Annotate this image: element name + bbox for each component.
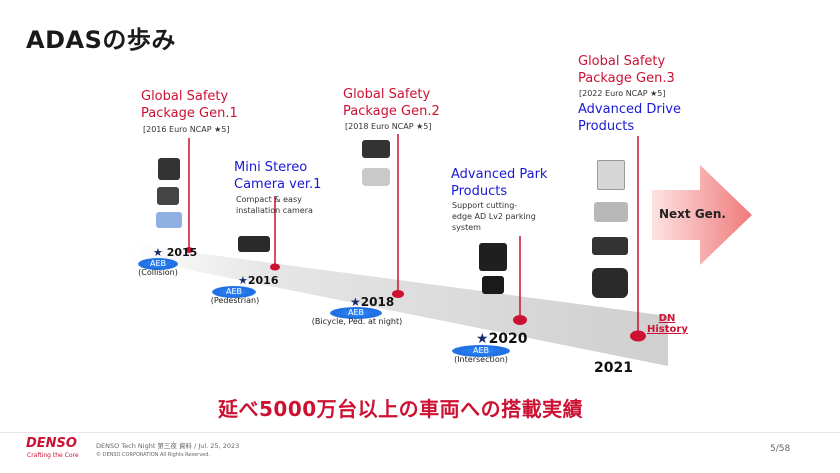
gsp1-line2: Package Gen.1 (141, 106, 238, 121)
marker-gsp3 (630, 330, 646, 342)
star-icon: ★ (350, 295, 361, 309)
star-icon: ★ (476, 331, 489, 347)
stereo-desc-line1: Compact & easy (236, 195, 302, 204)
gsp1-product-radar-image (157, 187, 179, 205)
gsp1-title: Global Safety Package Gen.1 (141, 88, 238, 122)
marker-gsp2 (392, 290, 404, 298)
park-desc-line1: Support cutting- (452, 201, 518, 210)
gsp2-title: Global Safety Package Gen.2 (343, 86, 440, 120)
slogan-text: 延べ5000万台以上の車両への搭載実績 (218, 397, 584, 421)
year-2015-label: 2015 (166, 246, 198, 259)
marker-gsp1 (185, 247, 193, 253)
year-2018: ★2018 (350, 295, 394, 309)
gsp3-stereo-image (592, 237, 628, 255)
gsp1-note: [2016 Euro NCAP ★5] (143, 125, 230, 134)
next-gen-arrow (652, 165, 752, 265)
gsp3-adp-title: Advanced Drive Products (578, 101, 681, 135)
dn-history-line2: History (647, 324, 688, 335)
park-title: Advanced Park Products (451, 166, 547, 200)
park-ecu-image (479, 243, 507, 271)
gsp3-line3: Advanced Drive (578, 102, 682, 117)
aeb-pill-collision: AEB (138, 258, 178, 270)
dn-history-link[interactable]: DN History (647, 313, 688, 335)
year-2015: ★ 2015 (153, 246, 197, 259)
aeb-pill-pedestrian: AEB (212, 286, 256, 298)
aeb-pill-intersection: AEB (452, 345, 510, 357)
stereo-desc: Compact & easy installation camera (236, 194, 313, 216)
footer-event: DENSO Tech Night 第三夜 資料 / Jul. 25, 2023 (96, 442, 240, 450)
stereo-desc-line2: installation camera (236, 206, 313, 215)
aeb-caption-intersection: (Intersection) (454, 355, 508, 364)
star-icon: ★ (238, 274, 248, 287)
gsp3-line1: Global Safety (578, 54, 666, 69)
slide-title: ADASの歩み (26, 26, 176, 54)
denso-logo: DENSO (26, 436, 77, 451)
gsp3-lidar-image (592, 268, 628, 298)
gsp3-title: Global Safety Package Gen.3 (578, 53, 675, 87)
park-desc: Support cutting- edge AD Lv2 parking sys… (452, 200, 536, 233)
marker-stereo (270, 263, 280, 271)
year-2021: 2021 (594, 360, 633, 376)
dn-history-line1: DN (658, 313, 676, 324)
gsp1-product-sensor-image (156, 212, 182, 228)
stereo-title: Mini Stereo Camera ver.1 (234, 159, 321, 193)
gsp3-note: [2022 Euro NCAP ★5] (579, 89, 666, 98)
denso-tagline: Crafting the Core (27, 452, 79, 459)
gsp3-ecu-image (597, 160, 625, 190)
gsp3-line4: Products (578, 119, 635, 134)
footer-copyright: © DENSO CORPORATION All Rights Reserved. (96, 452, 210, 458)
gsp2-camera-image (362, 140, 390, 158)
park-desc-line3: system (452, 223, 481, 232)
gsp2-radar-image (362, 168, 390, 186)
park-line1: Advanced Park (451, 167, 548, 182)
gsp3-line2: Package Gen.3 (578, 71, 675, 86)
year-2016-label: 2016 (247, 274, 279, 287)
year-2020: ★2020 (476, 331, 528, 347)
page-number: 5/58 (770, 444, 791, 454)
aeb-pill-bicycle: AEB (330, 307, 382, 319)
gsp2-note: [2018 Euro NCAP ★5] (345, 122, 432, 131)
aeb-caption-bicycle: (Bicycle, Ped. at night) (311, 317, 403, 326)
year-2018-label: 2018 (360, 295, 395, 309)
gsp1-product-camera-image (158, 158, 180, 180)
park-desc-line2: edge AD Lv2 parking (452, 212, 536, 221)
gsp2-line1: Global Safety (343, 87, 431, 102)
year-2016: ★2016 (238, 274, 279, 287)
park-sensor-image (482, 276, 504, 294)
marker-park (513, 315, 527, 325)
stereo-line1: Mini Stereo (234, 160, 308, 175)
footer-divider (0, 432, 840, 433)
gsp1-line1: Global Safety (141, 89, 229, 104)
next-gen-label: Next Gen. (659, 207, 726, 221)
aeb-caption-collision: (Collision) (138, 268, 178, 277)
year-2020-label: 2020 (488, 331, 528, 347)
gsp3-bracket-image (594, 202, 628, 222)
gsp2-line2: Package Gen.2 (343, 104, 440, 119)
park-line2: Products (451, 184, 508, 199)
star-icon: ★ (153, 246, 163, 259)
stereo-camera-image (238, 236, 270, 252)
timeline-band (130, 244, 668, 366)
stereo-line2: Camera ver.1 (234, 177, 322, 192)
aeb-caption-pedestrian: (Pedestrian) (210, 296, 260, 305)
